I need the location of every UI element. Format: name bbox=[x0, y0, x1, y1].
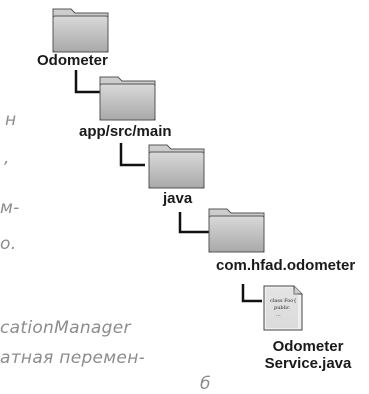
handwritten-text: , bbox=[4, 148, 10, 168]
folder-icon[interactable] bbox=[148, 144, 205, 189]
file-label-line1: Odometer bbox=[272, 338, 344, 355]
folder-label-com-hfad-odometer: com.hfad.odometer bbox=[216, 257, 356, 274]
connector-package-to-file bbox=[241, 284, 262, 303]
connector-odometer-to-main bbox=[74, 70, 101, 94]
connector-main-to-java bbox=[119, 143, 145, 167]
tree-connectors bbox=[74, 70, 262, 303]
handwritten-text: б bbox=[200, 374, 211, 394]
file-text: public bbox=[274, 305, 290, 311]
file-text: ... bbox=[276, 312, 281, 318]
handwritten-text: о. bbox=[0, 234, 17, 254]
handwritten-text: м- bbox=[0, 198, 20, 218]
handwritten-text: атная перемен- bbox=[0, 348, 146, 368]
folder-icon[interactable] bbox=[99, 76, 156, 121]
folder-icon[interactable] bbox=[52, 8, 109, 53]
java-file-icon[interactable]: class Foo{ public ... bbox=[263, 285, 303, 331]
file-label-line2: Service.java bbox=[264, 355, 352, 372]
folder-icon[interactable] bbox=[208, 208, 265, 253]
handwritten-text: н bbox=[5, 110, 17, 130]
folder-label-odometer: Odometer bbox=[37, 52, 108, 69]
folder-label-java: java bbox=[163, 190, 193, 207]
folder-label-app-src-main: app/src/main bbox=[79, 123, 172, 140]
file-text: class Foo{ bbox=[270, 298, 297, 304]
connector-java-to-package bbox=[178, 212, 211, 234]
file-label: Odometer Service.java bbox=[254, 338, 362, 372]
handwritten-text: cationManager bbox=[0, 318, 131, 338]
